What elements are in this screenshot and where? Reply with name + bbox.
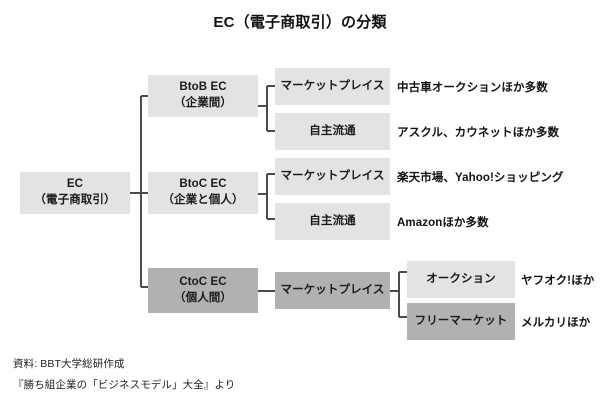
node-flea-market[interactable]: フリーマーケット [407, 303, 515, 340]
example-btob-direct: アスクル、カウネットほか多数 [397, 113, 559, 150]
node-ctoc-ec[interactable]: CtoC EC （個人間） [148, 268, 258, 313]
example-flea-market: メルカリほか [521, 303, 590, 340]
node-btob-marketplace-label: マーケットプレイス [280, 79, 385, 92]
node-btoc-ec[interactable]: BtoC EC （企業と個人） [148, 172, 258, 214]
page-title: EC（電子商取引）の分類 [213, 14, 387, 31]
connector-marketplace-to-level4 [390, 268, 410, 326]
example-btoc-marketplace-label: 楽天市場、Yahoo!ショッピング [397, 171, 564, 184]
connector-root-to-level2 [130, 90, 152, 300]
example-auction-label: ヤフオク!ほか [521, 274, 595, 287]
node-flea-market-label: フリーマーケット [414, 314, 508, 327]
example-btob-direct-label: アスクル、カウネットほか多数 [397, 126, 560, 139]
example-auction: ヤフオク!ほか [521, 261, 594, 298]
node-btob-marketplace[interactable]: マーケットプレイス [275, 68, 390, 105]
node-root[interactable]: EC （電子商取引） [20, 172, 130, 214]
node-btob-ec[interactable]: BtoB EC （企業間） [148, 75, 258, 117]
node-root-label: EC （電子商取引） [34, 178, 116, 206]
node-btob-direct-label: 自主流通 [309, 124, 356, 137]
node-btoc-ec-label: BtoC EC （企業と個人） [162, 178, 244, 206]
connector-ctoc-to-marketplace [258, 286, 278, 296]
node-ctoc-marketplace-label: マーケットプレイス [280, 283, 385, 296]
example-btoc-direct-label: Amazonほか多数 [397, 216, 489, 229]
node-btob-ec-label: BtoB EC （企業間） [174, 81, 232, 109]
node-auction[interactable]: オークション [407, 261, 515, 298]
example-btoc-direct: Amazonほか多数 [397, 203, 489, 240]
node-btob-direct[interactable]: 自主流通 [275, 113, 390, 150]
node-btoc-marketplace-label: マーケットプレイス [280, 169, 385, 182]
connector-btob-to-level3 [258, 80, 278, 140]
example-btob-marketplace-label: 中古車オークションほか多数 [397, 81, 548, 94]
example-btoc-marketplace: 楽天市場、Yahoo!ショッピング [397, 158, 564, 195]
source-note-line-2: 『勝ち組企業の「ビジネスモデル」大全』より [13, 379, 236, 391]
node-ctoc-ec-label: CtoC EC （個人間） [174, 275, 232, 304]
node-btoc-direct-label: 自主流通 [309, 214, 356, 227]
node-ctoc-marketplace[interactable]: マーケットプレイス [275, 272, 390, 309]
node-auction-label: オークション [426, 272, 496, 285]
example-flea-market-label: メルカリほか [521, 316, 591, 329]
node-btoc-direct[interactable]: 自主流通 [275, 203, 390, 240]
example-btob-marketplace: 中古車オークションほか多数 [397, 68, 548, 105]
node-btoc-marketplace[interactable]: マーケットプレイス [275, 158, 390, 195]
connector-btoc-to-level3 [258, 172, 278, 232]
source-note-line-1: 資料: BBT大学総研作成 [13, 358, 125, 370]
